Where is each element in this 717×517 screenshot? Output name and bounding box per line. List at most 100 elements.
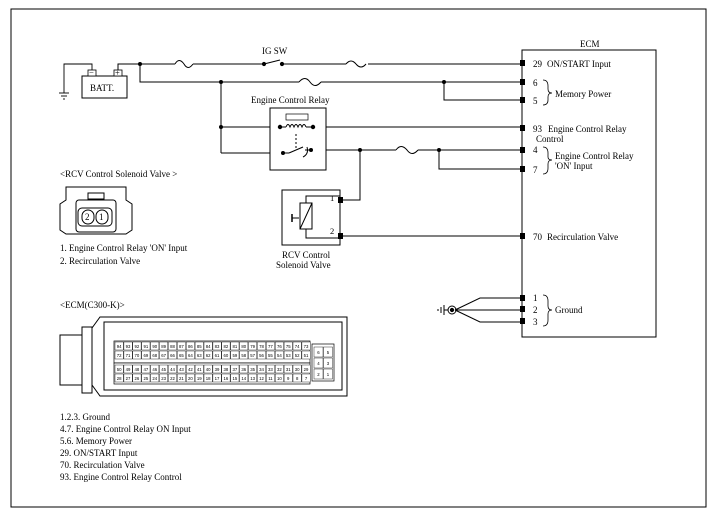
ecm-pin-number: 24 xyxy=(152,376,157,381)
ecm-side-pin-cell xyxy=(313,368,324,380)
ecm-pin-number: 43 xyxy=(179,367,184,372)
ecm-pin-cell xyxy=(275,373,284,383)
ecm-pin-cell xyxy=(212,350,222,360)
ecm-braces xyxy=(542,79,553,327)
ecm-pin-number: 47 xyxy=(143,367,148,372)
ecm-pin-number: 33 xyxy=(268,367,273,372)
ecm-connector-header: <ECM(C300-K)> xyxy=(60,300,125,310)
ig-sw-label: IG SW xyxy=(262,46,288,56)
ecm-pin-number: 40 xyxy=(206,367,211,372)
engine-control-relay xyxy=(269,107,327,171)
ecm-side-pin-number: 3 xyxy=(327,361,330,366)
ecm-pin-cell xyxy=(141,373,151,383)
ecm-side-pin-number: 6 xyxy=(317,350,320,355)
ecm-legend-2: 4.7. Engine Control Relay ON Input xyxy=(60,424,191,434)
ecm-connector-legend: 1.2.3. Ground 4.7. Engine Control Relay … xyxy=(60,412,191,482)
ecm-pin-cell xyxy=(283,350,293,360)
rcv-legend-1: 1. Engine Control Relay 'ON' Input xyxy=(60,243,188,253)
rcv-pin-markers xyxy=(338,197,343,239)
ecm-pin-number: 10 xyxy=(277,376,282,381)
ecm-pin-6-num: 6 xyxy=(533,78,538,88)
ecm-pin-29-label: ON/START Input xyxy=(547,59,611,69)
ecm-pin-number: 37 xyxy=(232,367,237,372)
ecm-pin-labels: 29 ON/START Input 6 5 93 Engine Control … xyxy=(533,59,627,327)
ecm-pin-number: 34 xyxy=(259,367,264,372)
ecm-pin-cell xyxy=(177,350,186,360)
relay-on-input-label-1: Engine Control Relay xyxy=(555,151,634,161)
ecm-side-pin-cell xyxy=(313,346,324,358)
ecm-pin-cell xyxy=(248,350,258,360)
ecm-pin-cell xyxy=(203,350,213,360)
ecm-pin-cell xyxy=(248,373,258,383)
ecm-pin-cell xyxy=(257,373,266,383)
ecm-pin-number: 27 xyxy=(126,376,131,381)
ecm-pin-cell xyxy=(132,364,142,374)
ecm-pin-number: 92 xyxy=(135,344,140,349)
diagram-border xyxy=(10,8,707,508)
ecm-pin-number: 38 xyxy=(224,367,229,372)
svg-text:+: + xyxy=(115,68,120,78)
ecm-side-pin-cell xyxy=(323,346,333,358)
ecm-pin-cell xyxy=(194,373,204,383)
ecm-pin-number: 74 xyxy=(295,344,300,349)
ecm-pin-cell xyxy=(185,350,195,360)
ecm-title: ECM xyxy=(580,39,600,49)
ecm-pin-number: 54 xyxy=(277,353,282,358)
ecm-pin-number: 70 xyxy=(135,353,140,358)
ecm-pin-number: 79 xyxy=(250,344,255,349)
memory-power-label: Memory Power xyxy=(555,89,611,99)
ecm-pin-markers xyxy=(520,60,525,324)
ecm-pin-cell xyxy=(239,364,249,374)
ecm-side-pin-cell xyxy=(323,357,333,369)
ecm-pin-cell xyxy=(257,341,266,351)
ecm-pin-cell xyxy=(123,341,133,351)
ecm-pin-cell xyxy=(292,364,302,374)
ecm-pin-number: 7 xyxy=(305,376,308,381)
ecm-pin-93-label-2: Control xyxy=(536,134,564,144)
ecm-pin-number: 31 xyxy=(286,367,291,372)
ecm-pin-number: 35 xyxy=(250,367,255,372)
ecm-pin-number: 83 xyxy=(215,344,220,349)
ecm-pin-number: 13 xyxy=(250,376,255,381)
ecm-pin-number: 55 xyxy=(268,353,273,358)
ecm-pin-number: 89 xyxy=(161,344,166,349)
ecm-pin-number: 26 xyxy=(135,376,140,381)
ecm-pin-number: 51 xyxy=(304,353,309,358)
ecm-pin-cell xyxy=(168,364,177,374)
ecm-pin-number: 53 xyxy=(286,353,291,358)
ecm-pin-number: 9 xyxy=(287,376,290,381)
rcv-connector-header: <RCV Control Solenoid Valve > xyxy=(60,169,177,179)
ecm-pin-number: 48 xyxy=(135,367,140,372)
ecm-legend-1: 1.2.3. Ground xyxy=(60,412,110,422)
ecm-pin-cell xyxy=(177,373,186,383)
ecm-pin-cell xyxy=(212,373,222,383)
ecm-pin-number: 78 xyxy=(259,344,264,349)
ecm-pin-cell xyxy=(275,350,284,360)
ecm-pin-cell xyxy=(203,373,213,383)
ecm-pin-number: 69 xyxy=(143,353,148,358)
ecm-side-pin-number: 5 xyxy=(327,350,330,355)
ecm-pin-number: 82 xyxy=(224,344,229,349)
ecm-pin-cell xyxy=(221,341,231,351)
fuses xyxy=(174,60,419,154)
junctions xyxy=(138,62,446,152)
ecm-pin-cell xyxy=(141,341,151,351)
ecm-pin-cell xyxy=(275,364,284,374)
ecm-pin-number: 84 xyxy=(206,344,211,349)
ecm-pin-number: 45 xyxy=(161,367,166,372)
ecm-pin-cell xyxy=(177,341,186,351)
ground-label: Ground xyxy=(555,305,583,315)
ecm-pin-number: 29 xyxy=(304,367,309,372)
ecm-pin-number: 16 xyxy=(224,376,229,381)
ecm-pin-5-num: 5 xyxy=(533,96,538,106)
ecm-pin-cell xyxy=(230,350,240,360)
relay-title: Engine Control Relay xyxy=(251,95,330,105)
ecm-pin-cell xyxy=(159,364,169,374)
ecm-block: ECM xyxy=(521,39,657,338)
ecm-pin-cell xyxy=(150,364,160,374)
ecm-pin-number: 87 xyxy=(179,344,184,349)
ecm-pin-number: 59 xyxy=(232,353,237,358)
ecm-pin-number: 32 xyxy=(277,367,282,372)
